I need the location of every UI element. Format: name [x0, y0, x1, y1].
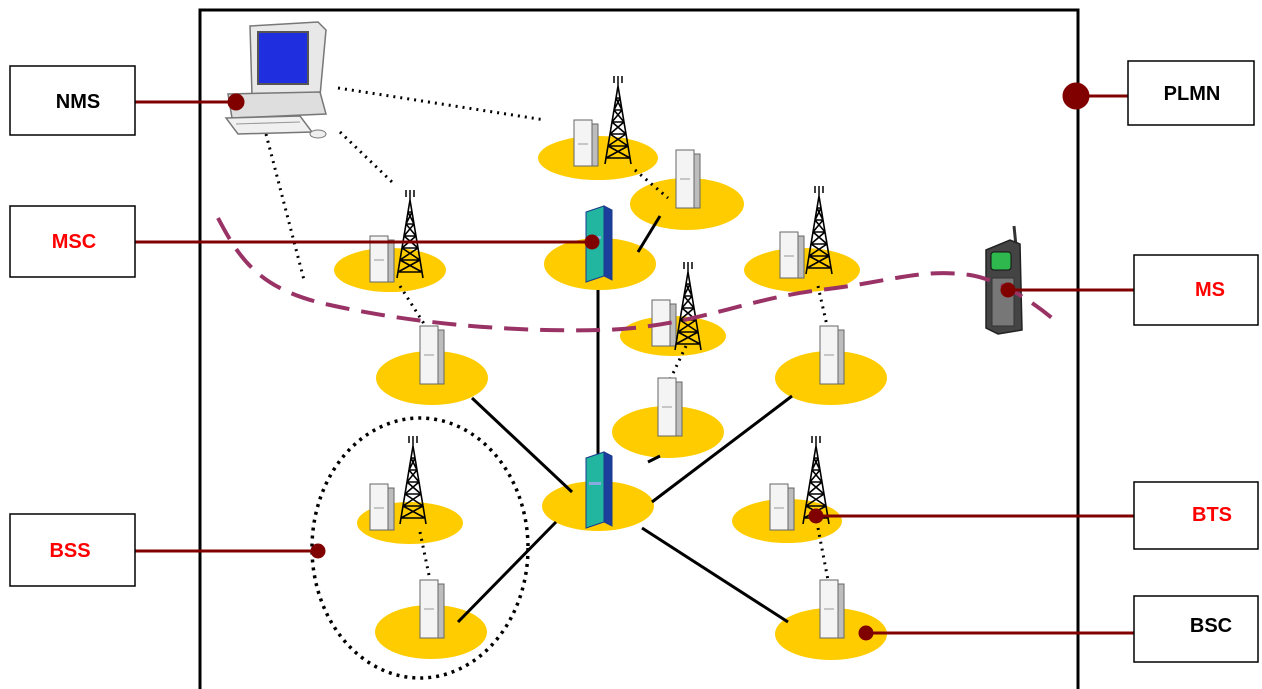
label-box-nms: NMS: [9, 65, 136, 136]
label-nms: NMS: [56, 91, 100, 113]
label-bss: BSS: [49, 540, 90, 562]
label-box-plmn: PLMN: [1127, 60, 1255, 126]
label-box-bsc: BSC: [1133, 595, 1259, 663]
computer-icon: [224, 21, 327, 139]
backbone-links: [456, 215, 793, 624]
label-box-msc: MSC: [9, 205, 136, 278]
label-box-ms: MS: [1133, 254, 1259, 326]
label-bts: BTS: [1192, 504, 1232, 526]
label-box-bss: BSS: [9, 513, 136, 587]
label-msc: MSC: [52, 231, 96, 253]
cabinet-icon: [369, 119, 845, 639]
label-plmn: PLMN: [1164, 83, 1221, 105]
management-links: [264, 86, 830, 581]
coverage-boundary: [216, 217, 1054, 333]
plmn-network-frame: [198, 8, 1080, 689]
label-box-bts: BTS: [1133, 481, 1259, 550]
bss-boundary: [310, 416, 530, 680]
label-ms: MS: [1195, 279, 1225, 301]
mobile-phone-icon: [985, 225, 1023, 335]
label-connectors: [135, 82, 1134, 641]
label-bsc: BSC: [1190, 615, 1232, 637]
